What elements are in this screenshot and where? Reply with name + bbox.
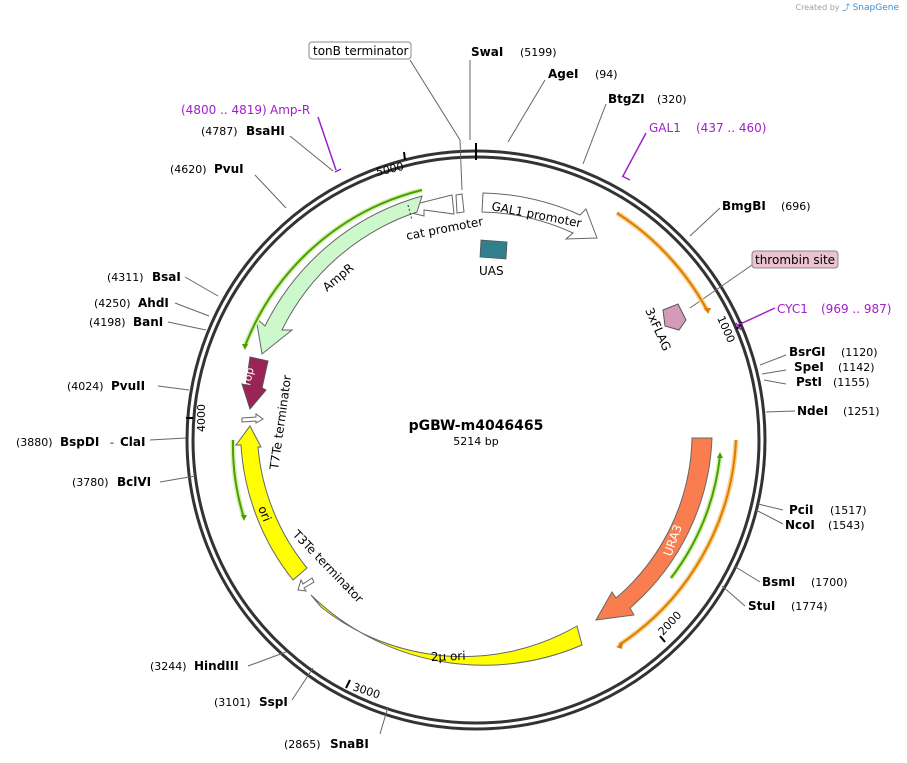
site-hindiii-name: HindIII (194, 659, 239, 673)
t7te-arrow (241, 413, 264, 424)
site-bsmi-pos: (1700) (811, 576, 848, 589)
gal1-range: (437 .. 460) (696, 121, 766, 135)
ori-arrow (235, 425, 308, 581)
site-hindiii-pos: (3244) (150, 660, 187, 673)
site-bsahi-name: BsaHI (246, 124, 285, 138)
site-stui-name: StuI (748, 599, 775, 613)
site-bsmi-name: BsmI (762, 575, 795, 589)
site-bsai-pos: (4311) (107, 271, 144, 284)
tonb-terminator-box: tonB terminator (308, 41, 412, 60)
t3te-arrow (297, 577, 315, 592)
thrombin-site-box: thrombin site (751, 250, 839, 269)
site-pcii-pos: (1517) (830, 504, 867, 517)
site-ncoi-name: NcoI (785, 518, 815, 532)
site-pvuii-pos: (4024) (67, 380, 104, 393)
site-pvui-name: PvuI (214, 162, 244, 176)
rop-label: rop (240, 366, 256, 386)
site-psti-pos: (1155) (833, 376, 870, 389)
tonb-leader (459, 139, 463, 191)
outer-feature-marks (317, 116, 776, 331)
tick-5000: 5000 (375, 160, 405, 179)
site-psti-name: PstI (796, 375, 822, 389)
site-clai-name: ClaI (120, 435, 145, 449)
site-bspdi-name: BspDI (60, 435, 99, 449)
rop-arrow (241, 356, 269, 411)
site-labels: SwaI (5199) AgeI (94) BtgZI (320) BmgBI … (16, 45, 880, 751)
plasmid-name: pGBW-m4046465 (409, 418, 544, 434)
site-bsahi-pos: (4787) (201, 125, 238, 138)
site-bspdi-pos: (3880) (16, 436, 53, 449)
site-bmgbi-name: BmgBI (722, 199, 766, 213)
site-spei-name: SpeI (794, 360, 824, 374)
outer-feature-labels: (4800 .. 4819) Amp-R GAL1 (437 .. 460) C… (181, 103, 891, 316)
cat-promoter-label: cat promoter (405, 214, 484, 243)
uas-block (479, 239, 508, 260)
uas-label: UAS (479, 264, 504, 278)
site-bsai-name: BsaI (152, 270, 181, 284)
site-btgzi-name: BtgZI (608, 92, 645, 106)
site-pvui-pos: (4620) (170, 163, 207, 176)
site-bclvi-pos: (3780) (72, 476, 109, 489)
gal1-promoter-arrow (481, 192, 598, 240)
gal1-name: GAL1 (649, 121, 681, 135)
site-bani-name: BanI (133, 315, 163, 329)
ura3-arrow (595, 437, 713, 621)
cyc1-range: (969 .. 987) (821, 302, 891, 316)
site-agei-pos: (94) (595, 68, 618, 81)
plasmid-length: 5214 bp (453, 435, 498, 448)
thrombin-site-label: thrombin site (755, 253, 835, 267)
thrombin-leader (689, 264, 753, 309)
tonb-terminator-mark (455, 193, 465, 214)
tick-1000: 1000 (714, 314, 737, 345)
site-swai-pos: (5199) (520, 46, 557, 59)
watermark-prefix: Created by (795, 3, 840, 12)
snapgene-watermark: Created by ⤴ SnapGene (795, 2, 899, 13)
t7te-label: T7Te terminator (267, 374, 294, 471)
site-bsrgi-pos: (1120) (841, 346, 878, 359)
site-sspi-name: SspI (259, 695, 288, 709)
watermark-brand: SnapGene (852, 3, 899, 13)
site-ahdi-pos: (4250) (94, 297, 131, 310)
site-bspdi-sep: - (110, 436, 114, 449)
site-bsrgi-name: BsrGI (789, 345, 826, 359)
site-bani-pos: (4198) (89, 316, 126, 329)
snapgene-logo-icon: ⤴ (842, 3, 851, 12)
tick-3000: 3000 (351, 680, 382, 701)
ori-label: ori (255, 504, 274, 524)
tonb-terminator-label: tonB terminator (313, 44, 409, 58)
amp-r-name: Amp-R (270, 103, 310, 117)
site-ncoi-pos: (1543) (828, 519, 865, 532)
two-micron-label: 2μ ori (431, 649, 466, 664)
amp-r-range: (4800 .. 4819) (181, 103, 267, 117)
site-pcii-name: PciI (789, 503, 814, 517)
site-btgzi-pos: (320) (657, 93, 687, 106)
site-ndei-name: NdeI (797, 404, 828, 418)
site-ndei-pos: (1251) (843, 405, 880, 418)
site-spei-pos: (1142) (838, 361, 875, 374)
site-agei-name: AgeI (548, 67, 578, 81)
site-snabi-name: SnaBI (330, 737, 369, 751)
site-bclvi-name: BclVI (117, 475, 151, 489)
flag-arrow (662, 303, 687, 331)
site-stui-pos: (1774) (791, 600, 828, 613)
cyc1-name: CYC1 (777, 302, 808, 316)
site-ahdi-name: AhdI (138, 296, 169, 310)
tick-4000: 4000 (195, 404, 208, 432)
site-bmgbi-pos: (696) (781, 200, 811, 213)
site-swai-name: SwaI (471, 45, 503, 59)
site-pvuii-name: PvuII (111, 379, 145, 393)
site-leaders (149, 59, 796, 735)
site-snabi-pos: (2865) (284, 738, 321, 751)
two-micron-arrow (310, 594, 583, 666)
site-sspi-pos: (3101) (214, 696, 251, 709)
